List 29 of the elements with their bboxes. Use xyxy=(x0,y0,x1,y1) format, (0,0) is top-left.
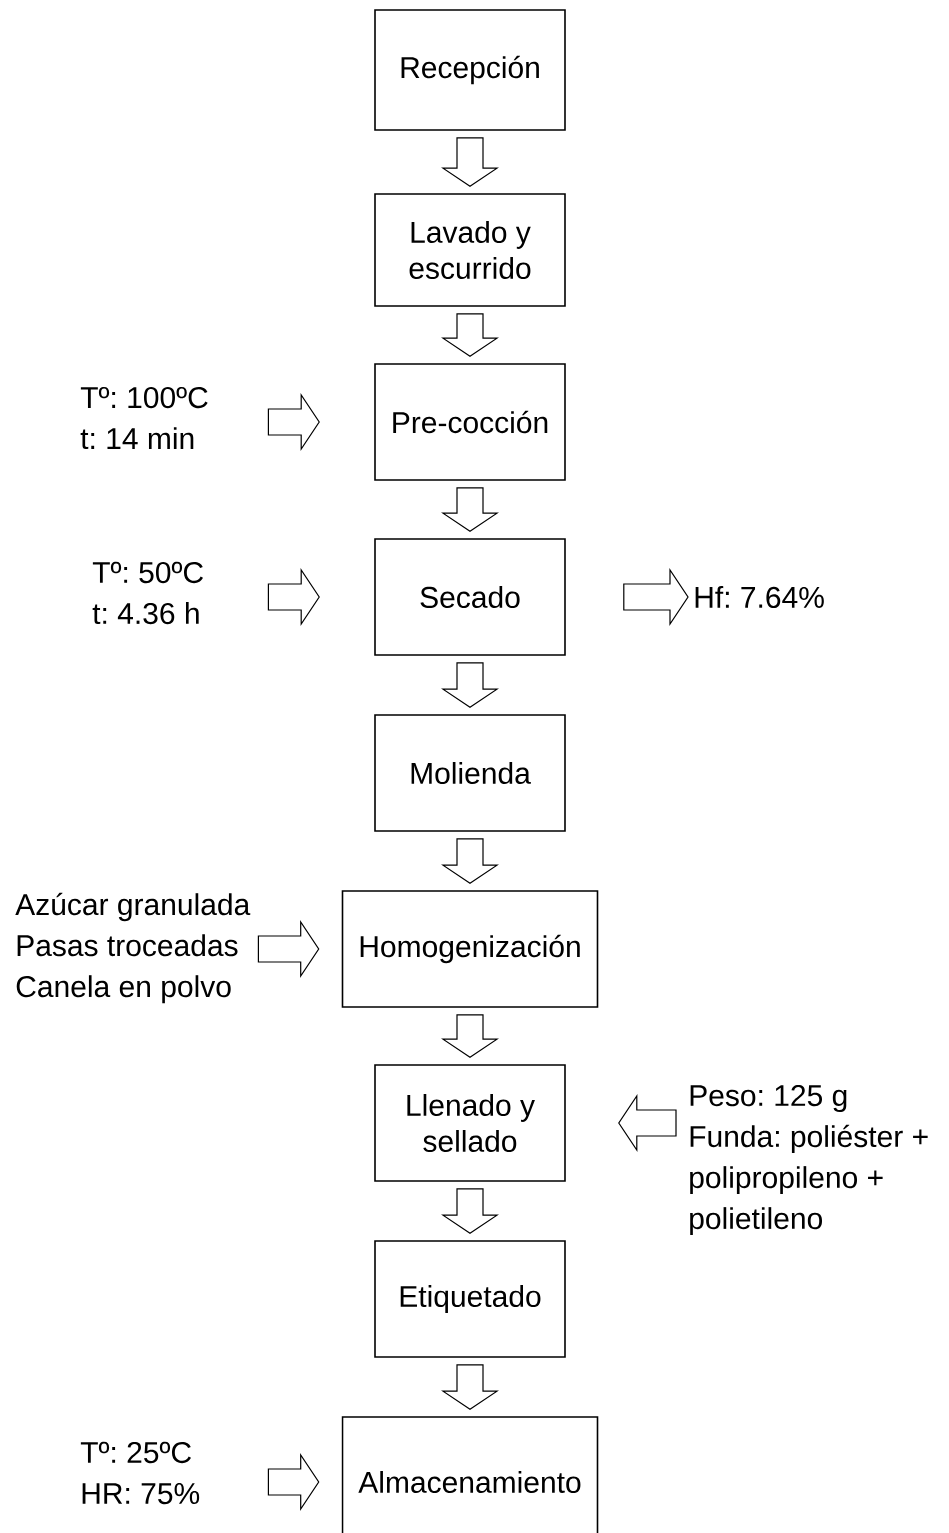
process-box: Molienda xyxy=(374,714,566,832)
parameter-text: Tº: 100ºC t: 14 min xyxy=(80,386,208,450)
process-box: Etiquetado xyxy=(374,1240,566,1358)
block-arrow xyxy=(618,1094,677,1152)
block-arrow xyxy=(441,662,499,708)
parameter-text: Tº: 50ºC t: 4.36 h xyxy=(92,561,203,625)
parameter-text: Peso: 125 g Funda: poliéster + polipropileno + polietileno xyxy=(690,1084,928,1236)
block-arrow xyxy=(441,137,499,187)
block-arrow xyxy=(441,838,499,884)
parameter-text: Tº: 25ºC HR: 75% xyxy=(80,1441,200,1505)
process-box: Almacenamiento xyxy=(341,1416,599,1533)
block-arrow xyxy=(267,568,320,626)
process-box: Lavado y escurrido xyxy=(374,193,566,307)
block-arrow xyxy=(267,1453,320,1511)
block-arrow xyxy=(441,487,499,532)
block-arrow xyxy=(623,568,689,626)
block-arrow xyxy=(267,393,320,451)
parameter-text: Azúcar granulada Pasas troceadas Canela en polvo xyxy=(15,892,251,1004)
block-arrow xyxy=(441,1014,499,1058)
process-box: Secado xyxy=(374,538,566,656)
block-arrow xyxy=(441,1188,499,1234)
process-box: Pre-cocción xyxy=(374,363,566,481)
process-box: Homogenización xyxy=(341,890,599,1008)
process-box: Recepción xyxy=(374,9,566,131)
process-box: Llenado y sellado xyxy=(374,1064,566,1182)
block-arrow xyxy=(441,313,499,357)
block-arrow xyxy=(257,920,320,978)
block-arrow xyxy=(441,1364,499,1410)
parameter-text: Hf: 7.64% xyxy=(695,586,824,608)
